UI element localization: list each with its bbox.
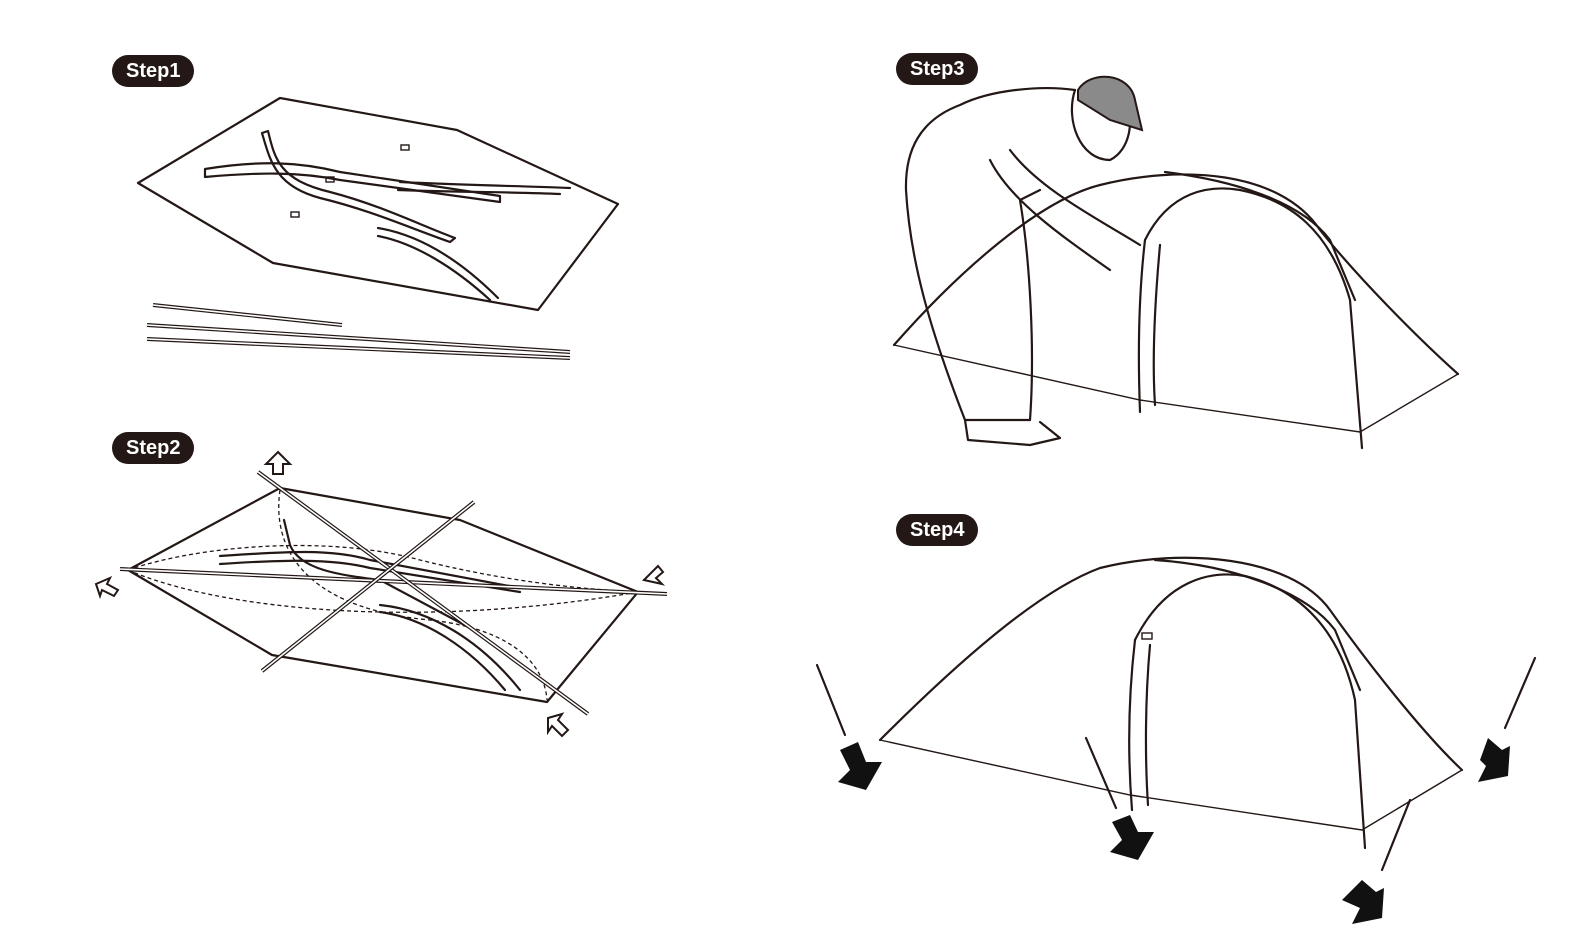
arrow-down-icon <box>838 742 882 790</box>
tent-body <box>892 173 1460 376</box>
stake-arrows <box>815 656 1537 924</box>
step3-illustration <box>892 75 1460 450</box>
step3-badge: Step3 <box>896 53 979 85</box>
step4-illustration <box>815 556 1537 924</box>
arrow-down-icon <box>1478 738 1510 782</box>
step4-badge: Step4 <box>896 514 979 546</box>
tent-body <box>878 556 1464 772</box>
arrow-left-icon <box>94 576 120 600</box>
cap <box>1077 75 1144 132</box>
arrow-up-left-icon <box>547 712 570 738</box>
arrow-up-icon <box>263 450 293 475</box>
tent-poles <box>146 303 571 360</box>
arrow-down-icon <box>1342 880 1384 924</box>
step2-badge: Step2 <box>112 432 195 464</box>
step2-illustration <box>94 450 668 738</box>
arrow-down-icon <box>1110 815 1154 860</box>
person <box>904 75 1144 447</box>
step1-badge: Step1 <box>112 55 195 87</box>
arrow-in-icon <box>642 564 666 586</box>
tent-footprint <box>136 96 620 312</box>
step1-illustration <box>136 96 620 360</box>
